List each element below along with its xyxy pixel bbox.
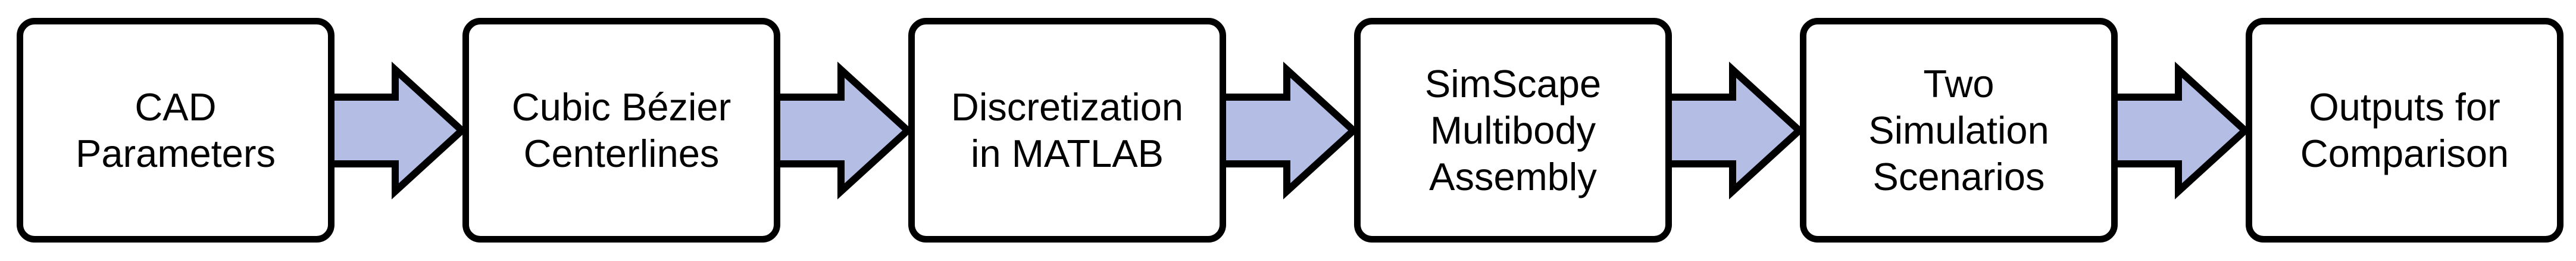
step-simscape-multibody-assembly-label: SimScape Multibody Assembly [1424,61,1602,198]
arrow-5 [2101,0,2253,261]
arrow-3-icon [1209,61,1359,200]
step-two-simulation-scenarios-label: Two Simulation Scenarios [1868,61,2049,198]
arrow-2-shape [764,61,913,200]
step-discretization-in-matlab-label: Discretization in MATLAB [951,85,1184,175]
step-outputs-for-comparison: Outputs for Comparison [2246,18,2564,243]
arrow-1-shape [318,61,467,200]
arrow-5-icon [2101,61,2250,200]
step-discretization-in-matlab: Discretization in MATLAB [908,18,1226,243]
step-cad-parameters: CAD Parameters [17,18,334,243]
step-two-simulation-scenarios: Two Simulation Scenarios [1800,18,2118,243]
step-cubic-bezier-centerlines-label: Cubic Bézier Centerlines [511,85,731,175]
arrow-2-icon [764,61,913,200]
step-outputs-for-comparison-label: Outputs for Comparison [2300,85,2509,175]
step-cubic-bezier-centerlines: Cubic Bézier Centerlines [462,18,780,243]
step-cad-parameters-label: CAD Parameters [76,85,276,175]
arrow-3-shape [1209,61,1359,200]
arrow-5-shape [2101,61,2250,200]
arrow-4-icon [1655,61,1805,200]
arrow-1 [318,0,470,261]
arrow-4 [1655,0,1807,261]
arrow-2 [764,0,915,261]
arrow-3 [1209,0,1361,261]
arrow-4-shape [1655,61,1805,200]
arrow-1-icon [318,61,467,200]
step-simscape-multibody-assembly: SimScape Multibody Assembly [1354,18,1672,243]
